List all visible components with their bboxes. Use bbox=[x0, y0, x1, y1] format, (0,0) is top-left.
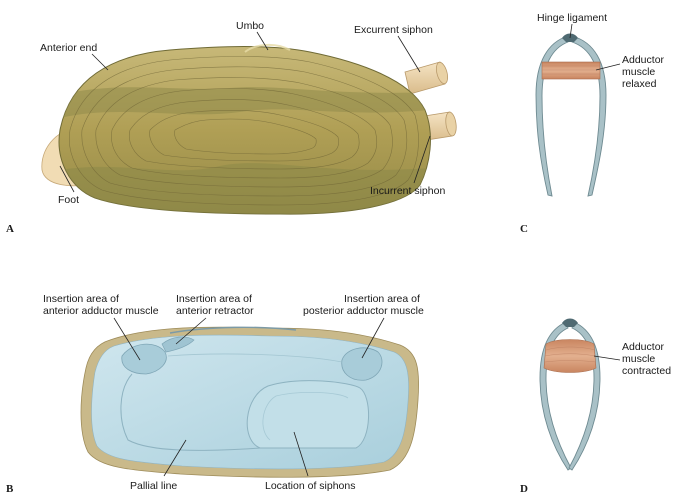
adductor-relaxed-leader bbox=[595, 63, 621, 71]
label-adductor-relaxed-3: relaxed bbox=[622, 78, 657, 90]
panel-letter-a: A bbox=[6, 223, 14, 235]
label-adductor-relaxed-1: Adductor bbox=[622, 54, 665, 66]
label-posterior-adductor-1: Insertion area of bbox=[344, 293, 420, 305]
adductor-muscle-relaxed bbox=[541, 61, 601, 80]
anterior-end-leader bbox=[91, 53, 109, 71]
label-posterior-adductor-2: posterior adductor muscle bbox=[303, 305, 424, 317]
hinge-ligament-contracted bbox=[562, 318, 578, 327]
label-anterior-adductor-1: Insertion area of bbox=[43, 293, 119, 305]
panel-b: Insertion area of anterior adductor musc… bbox=[6, 293, 424, 495]
panel-d: Adductor muscle contracted D bbox=[520, 318, 671, 495]
anterior-adductor-leader bbox=[113, 317, 141, 361]
siphon-impression bbox=[246, 380, 370, 449]
label-adductor-relaxed-2: muscle bbox=[622, 66, 655, 78]
label-adductor-contracted-1: Adductor bbox=[622, 341, 665, 353]
anterior-adductor-scar bbox=[121, 343, 167, 375]
anterior-retractor-scar bbox=[161, 336, 195, 353]
label-umbo: Umbo bbox=[236, 20, 264, 32]
posterior-adductor-scar bbox=[341, 347, 383, 381]
foot-leader bbox=[59, 165, 75, 193]
label-excurrent-siphon: Excurrent siphon bbox=[354, 24, 433, 36]
label-anterior-retractor-1: Insertion area of bbox=[176, 293, 252, 305]
label-adductor-contracted-2: muscle bbox=[622, 353, 655, 365]
hinge-ligament-leader bbox=[569, 23, 573, 39]
label-anterior-retractor-2: anterior retractor bbox=[176, 305, 254, 317]
panel-a: Umbo Anterior end Excurrent siphon Foot … bbox=[6, 20, 457, 235]
posterior-adductor-leader bbox=[361, 317, 385, 359]
pallial-line-leader bbox=[163, 439, 187, 477]
left-valve-relaxed bbox=[535, 35, 569, 197]
umbo-leader bbox=[256, 31, 269, 51]
label-adductor-contracted-3: contracted bbox=[622, 365, 671, 377]
right-valve-relaxed bbox=[571, 35, 607, 197]
panel-letter-b: B bbox=[6, 483, 14, 495]
label-anterior-adductor-2: anterior adductor muscle bbox=[43, 305, 159, 317]
label-incurrent-siphon: Incurrent siphon bbox=[370, 185, 445, 197]
label-location-of-siphons: Location of siphons bbox=[265, 480, 355, 492]
shell-growth-lines bbox=[60, 56, 430, 215]
adductor-contracted-leader bbox=[593, 355, 621, 361]
label-foot: Foot bbox=[58, 194, 79, 206]
label-hinge-ligament: Hinge ligament bbox=[537, 12, 607, 24]
excurrent-siphon-shape bbox=[404, 61, 449, 95]
incurrent-siphon-leader bbox=[413, 135, 431, 184]
panel-letter-d: D bbox=[520, 483, 528, 495]
panel-letter-c: C bbox=[520, 223, 528, 235]
label-anterior-end: Anterior end bbox=[40, 42, 97, 54]
adductor-muscle-contracted bbox=[543, 339, 597, 373]
panel-c: Hinge ligament Adductor muscle relaxed C bbox=[520, 12, 665, 235]
location-of-siphons-leader bbox=[293, 431, 309, 477]
anterior-retractor-leader bbox=[175, 317, 207, 345]
pallial-line-shape bbox=[120, 373, 261, 451]
label-pallial-line: Pallial line bbox=[130, 480, 177, 492]
excurrent-siphon-leader bbox=[397, 35, 421, 73]
